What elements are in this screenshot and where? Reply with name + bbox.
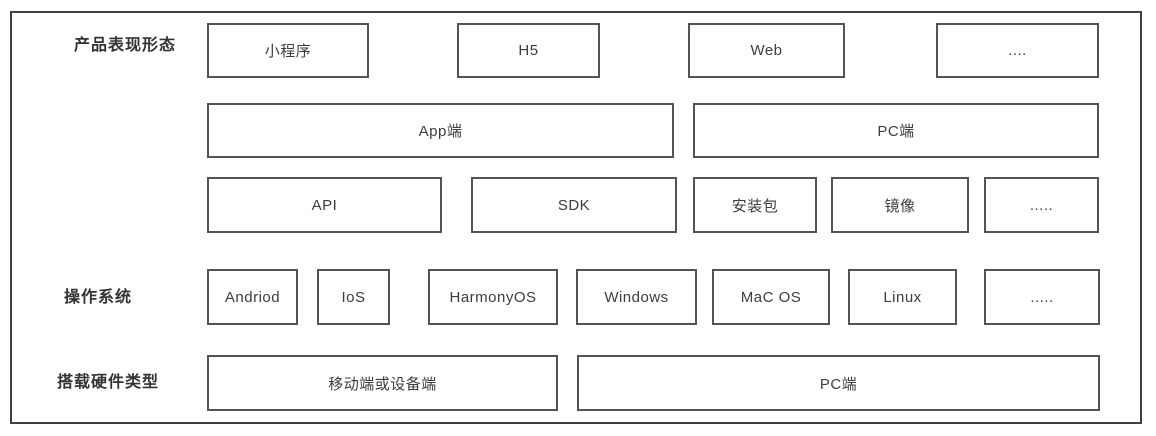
box-installer-package: 安装包 <box>693 177 817 233</box>
row-label-operating-system: 操作系统 <box>63 289 132 306</box>
box-web: Web <box>688 23 845 78</box>
box-product-form-more: .... <box>936 23 1099 78</box>
box-app-client: App端 <box>207 103 674 158</box>
box-macos: MaC OS <box>712 269 830 325</box>
box-ios: IoS <box>317 269 390 325</box>
box-h5: H5 <box>457 23 600 78</box>
box-harmonyos: HarmonyOS <box>428 269 558 325</box>
box-android: Andriod <box>207 269 298 325</box>
box-mini-program: 小程序 <box>207 23 369 78</box>
row-label-product-form: 产品表现形态 <box>73 37 176 54</box>
box-pc-hardware: PC端 <box>577 355 1100 411</box>
box-windows: Windows <box>576 269 697 325</box>
box-delivery-more: ..... <box>984 177 1099 233</box>
box-api: API <box>207 177 442 233</box>
box-linux: Linux <box>848 269 957 325</box>
box-os-more: ..... <box>984 269 1100 325</box>
box-mobile-or-device: 移动端或设备端 <box>207 355 558 411</box>
box-mirror-image: 镜像 <box>831 177 969 233</box>
box-sdk: SDK <box>471 177 677 233</box>
box-pc-client: PC端 <box>693 103 1099 158</box>
row-label-hardware-type: 搭载硬件类型 <box>56 374 159 391</box>
